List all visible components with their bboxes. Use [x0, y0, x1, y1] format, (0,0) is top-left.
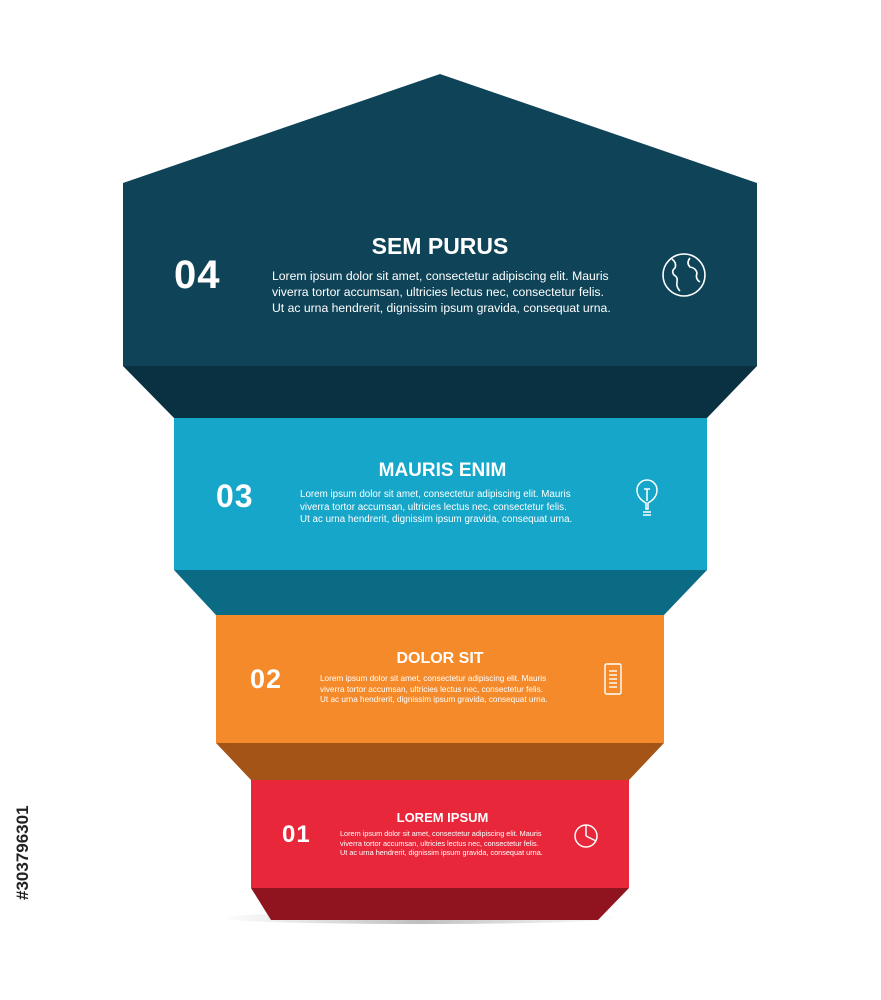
- fold-step1: [251, 888, 629, 920]
- fold-step4: [123, 366, 757, 418]
- fold-step3: [174, 570, 707, 615]
- step-description: Lorem ipsum dolor sit amet, consectetur …: [320, 674, 548, 704]
- globe-icon: [662, 253, 706, 297]
- step-title: LOREM IPSUM: [396, 810, 489, 825]
- step-title: SEM PURUS: [371, 233, 509, 259]
- step-number: 03: [216, 478, 254, 514]
- stock-id-watermark: #303796301: [13, 805, 32, 900]
- pie-chart-icon: [574, 824, 598, 848]
- stock-id-text: #303796301: [13, 805, 32, 900]
- step-number: 02: [250, 664, 283, 694]
- step-title: MAURIS ENIM: [378, 460, 507, 481]
- document-icon: [604, 663, 622, 695]
- step-number: 04: [174, 253, 221, 297]
- lightbulb-icon: [636, 479, 658, 516]
- step-description: Lorem ipsum dolor sit amet, consectetur …: [272, 269, 611, 315]
- step-number: 01: [282, 821, 311, 848]
- step3-shape: [174, 418, 707, 570]
- step4-shape: [123, 74, 757, 366]
- step-title: DOLOR SIT: [396, 650, 484, 667]
- fold-step2: [216, 743, 664, 780]
- step-description: Lorem ipsum dolor sit amet, consectetur …: [300, 489, 573, 525]
- step-description: Lorem ipsum dolor sit amet, consectetur …: [340, 829, 543, 857]
- step1-shape: [251, 780, 629, 888]
- step2-shape: [216, 615, 664, 743]
